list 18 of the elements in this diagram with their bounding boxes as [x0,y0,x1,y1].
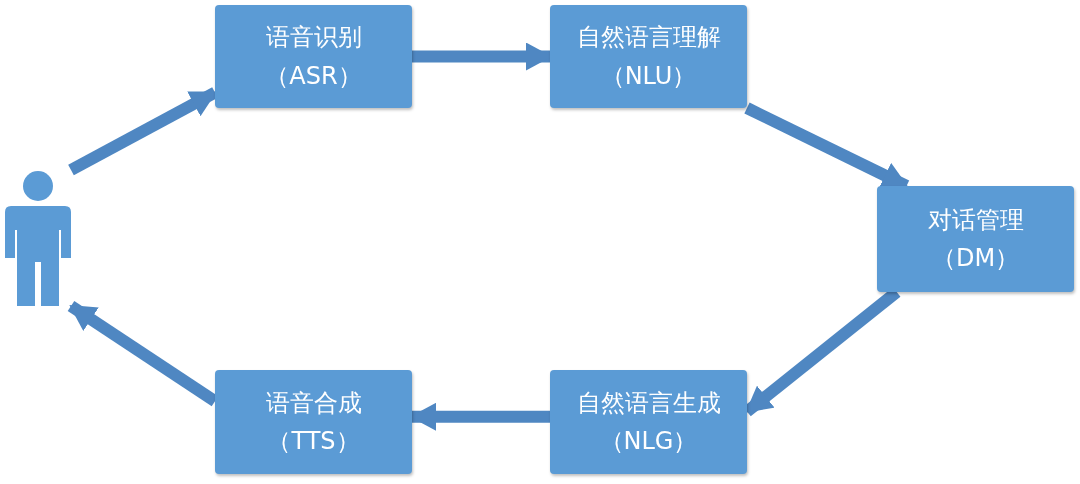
box-label: （NLU） [600,60,697,92]
box-label: （NLG） [599,426,698,457]
arrow [410,402,550,431]
box-label: 自然语言理解 [576,22,721,54]
process-box [550,370,747,474]
arrow [68,87,218,176]
box-label: （TTS） [267,426,360,457]
box-label: 对话管理 [927,204,1024,236]
box-label: （ASR） [265,60,362,92]
box-label: 语音合成 [265,387,362,419]
process-box [215,370,412,474]
box-label: 自然语言生成 [576,387,721,419]
arrow [412,42,552,71]
process-box [215,5,412,108]
process-box [550,5,747,108]
box-label: （DM） [931,243,1020,274]
box-label: 语音识别 [265,22,362,54]
process-box [877,186,1074,292]
